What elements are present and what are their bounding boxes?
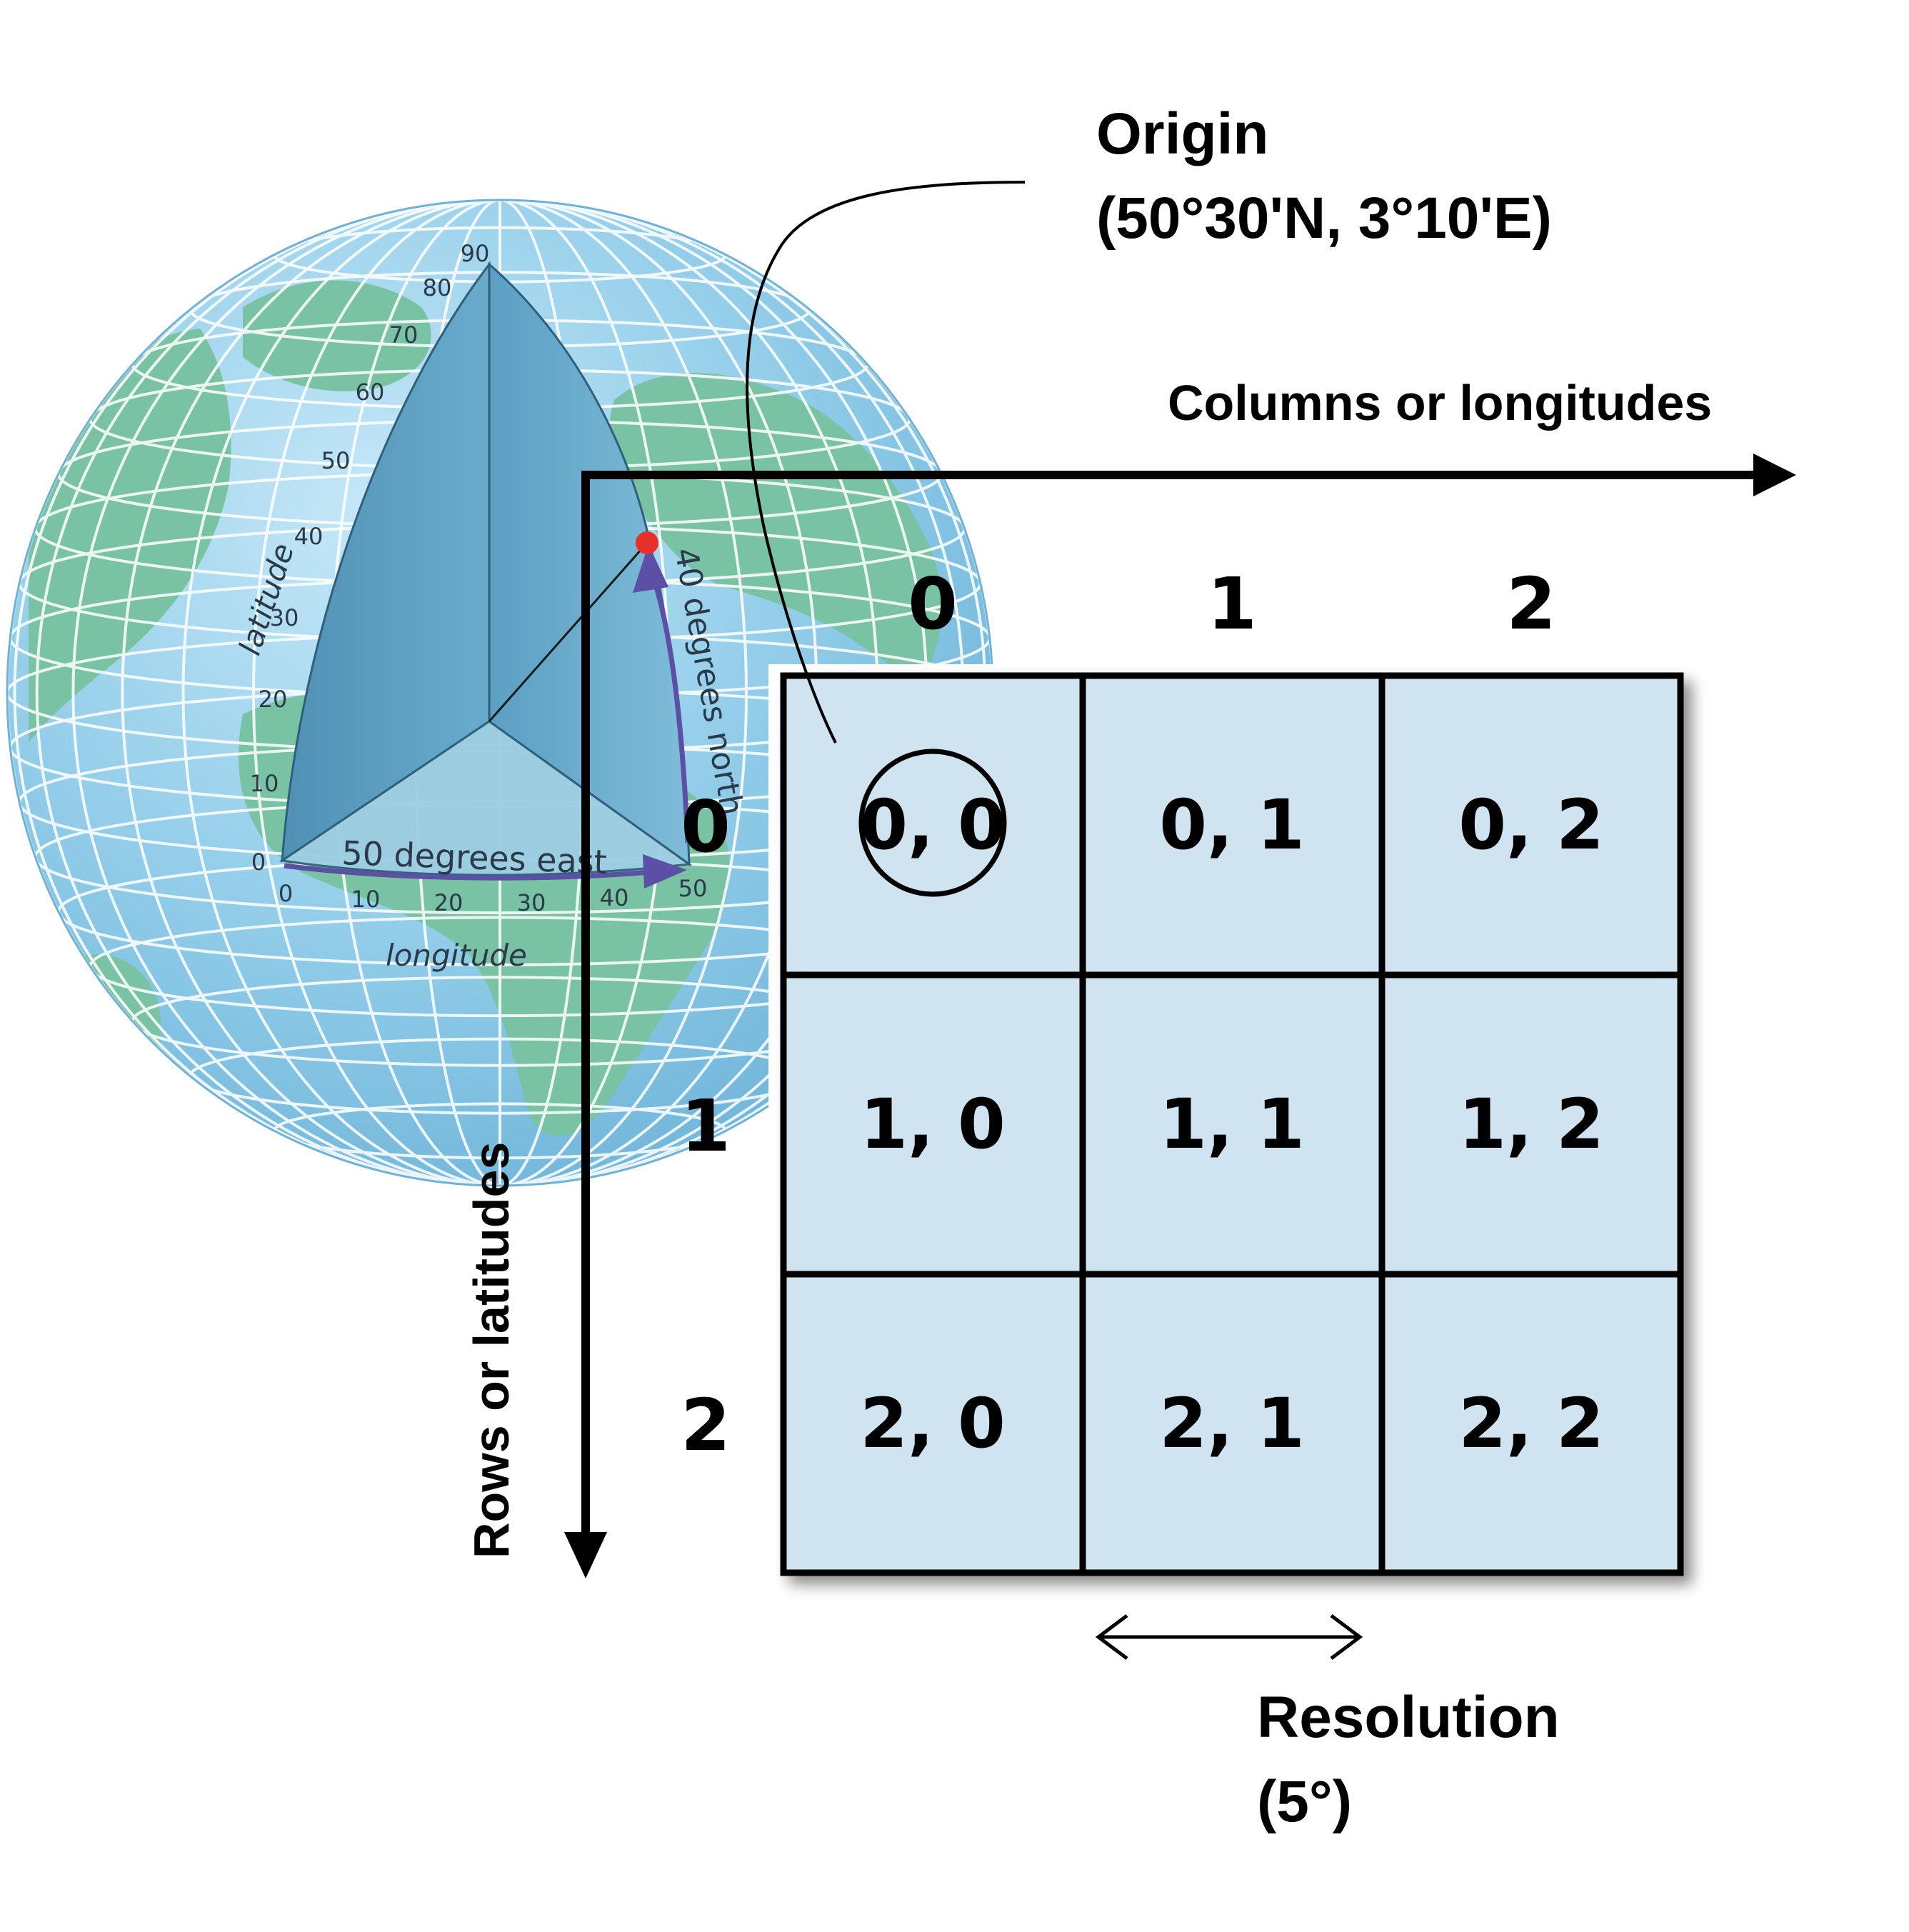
origin-leader-line [746, 181, 1026, 744]
rows-axis-arrowhead [564, 1532, 607, 1578]
longitude-tick-0: 0 [279, 880, 293, 907]
axes: Columns or longitudes Rows or latitudes [464, 375, 1796, 1578]
cell-1-1: 1, 1 [1159, 1084, 1304, 1164]
row-index-2: 2 [681, 1383, 731, 1467]
row-indices: 0 1 2 [681, 785, 731, 1467]
latitude-tick-70: 70 [389, 321, 419, 349]
cell-0-1: 0, 1 [1159, 785, 1304, 865]
cell-1-2: 1, 2 [1458, 1084, 1603, 1164]
longitude-tick-20: 20 [434, 889, 464, 916]
origin-coords: (50°30'N, 3°10'E) [1096, 186, 1552, 251]
origin-callout: Origin (50°30'N, 3°10'E) [746, 101, 1552, 744]
grid-frame [780, 672, 1684, 1576]
columns-axis-label: Columns or longitudes [1168, 375, 1712, 431]
row-index-1: 1 [681, 1084, 731, 1168]
cell-0-0: 0, 0 [860, 785, 1005, 865]
resolution-value: (5°) [1257, 1769, 1352, 1834]
point-marker [636, 531, 658, 554]
origin-cell-circle [858, 749, 1007, 897]
north-arrow [648, 570, 691, 844]
longitude-tick-50: 50 [678, 875, 708, 902]
east-arrow [284, 863, 658, 881]
cell-2-2: 2, 2 [1458, 1383, 1603, 1463]
column-index-1: 1 [1207, 562, 1257, 646]
column-index-2: 2 [1506, 562, 1556, 646]
grid-lines [783, 676, 1680, 1573]
north-arrow-head [633, 544, 668, 593]
cell-1-0: 1, 0 [860, 1084, 1005, 1164]
latitude-tick-20: 20 [259, 686, 288, 713]
latitude-tick-10: 10 [250, 770, 279, 797]
raster-grid: 0, 0 0, 1 0, 2 1, 0 1, 1 1, 2 2, 0 2, 1 … [768, 664, 1684, 1576]
longitude-label: longitude [386, 938, 527, 973]
center-to-point-line [488, 542, 648, 722]
latitude-tick-80: 80 [423, 274, 452, 301]
cell-0-2: 0, 2 [1458, 785, 1603, 865]
cell-labels: 0, 0 0, 1 0, 2 1, 0 1, 1 1, 2 2, 0 2, 1 … [860, 785, 1603, 1463]
latitude-tick-30: 30 [270, 604, 299, 631]
resolution-indicator: Resolution (5°) [1095, 1614, 1560, 1834]
east-label: 50 degrees east [341, 834, 608, 881]
latitude-tick-90: 90 [461, 240, 490, 267]
land-europe [609, 373, 942, 686]
origin-title: Origin [1096, 101, 1268, 166]
row-index-0: 0 [681, 785, 731, 869]
columns-axis-arrowhead [1753, 454, 1796, 496]
wedge-left-face [281, 261, 491, 863]
cell-2-1: 2, 1 [1159, 1383, 1304, 1463]
latitude-tick-0: 0 [251, 849, 266, 876]
rows-axis-label: Rows or latitudes [464, 1142, 519, 1558]
land-greenland [243, 280, 431, 391]
latitude-tick-60: 60 [356, 379, 385, 406]
resolution-label: Resolution [1257, 1685, 1560, 1750]
longitude-tick-10: 10 [351, 886, 381, 913]
east-arrow-head [643, 854, 687, 889]
longitude-ticks: 0 10 20 30 40 50 [279, 875, 708, 916]
longitude-tick-40: 40 [600, 884, 629, 911]
column-index-0: 0 [908, 562, 958, 646]
latitude-tick-50: 50 [321, 447, 351, 474]
cell-2-0: 2, 0 [860, 1383, 1005, 1463]
column-indices: 0 1 2 [908, 562, 1556, 646]
latitude-tick-40: 40 [294, 523, 324, 550]
longitude-tick-30: 30 [517, 889, 546, 916]
